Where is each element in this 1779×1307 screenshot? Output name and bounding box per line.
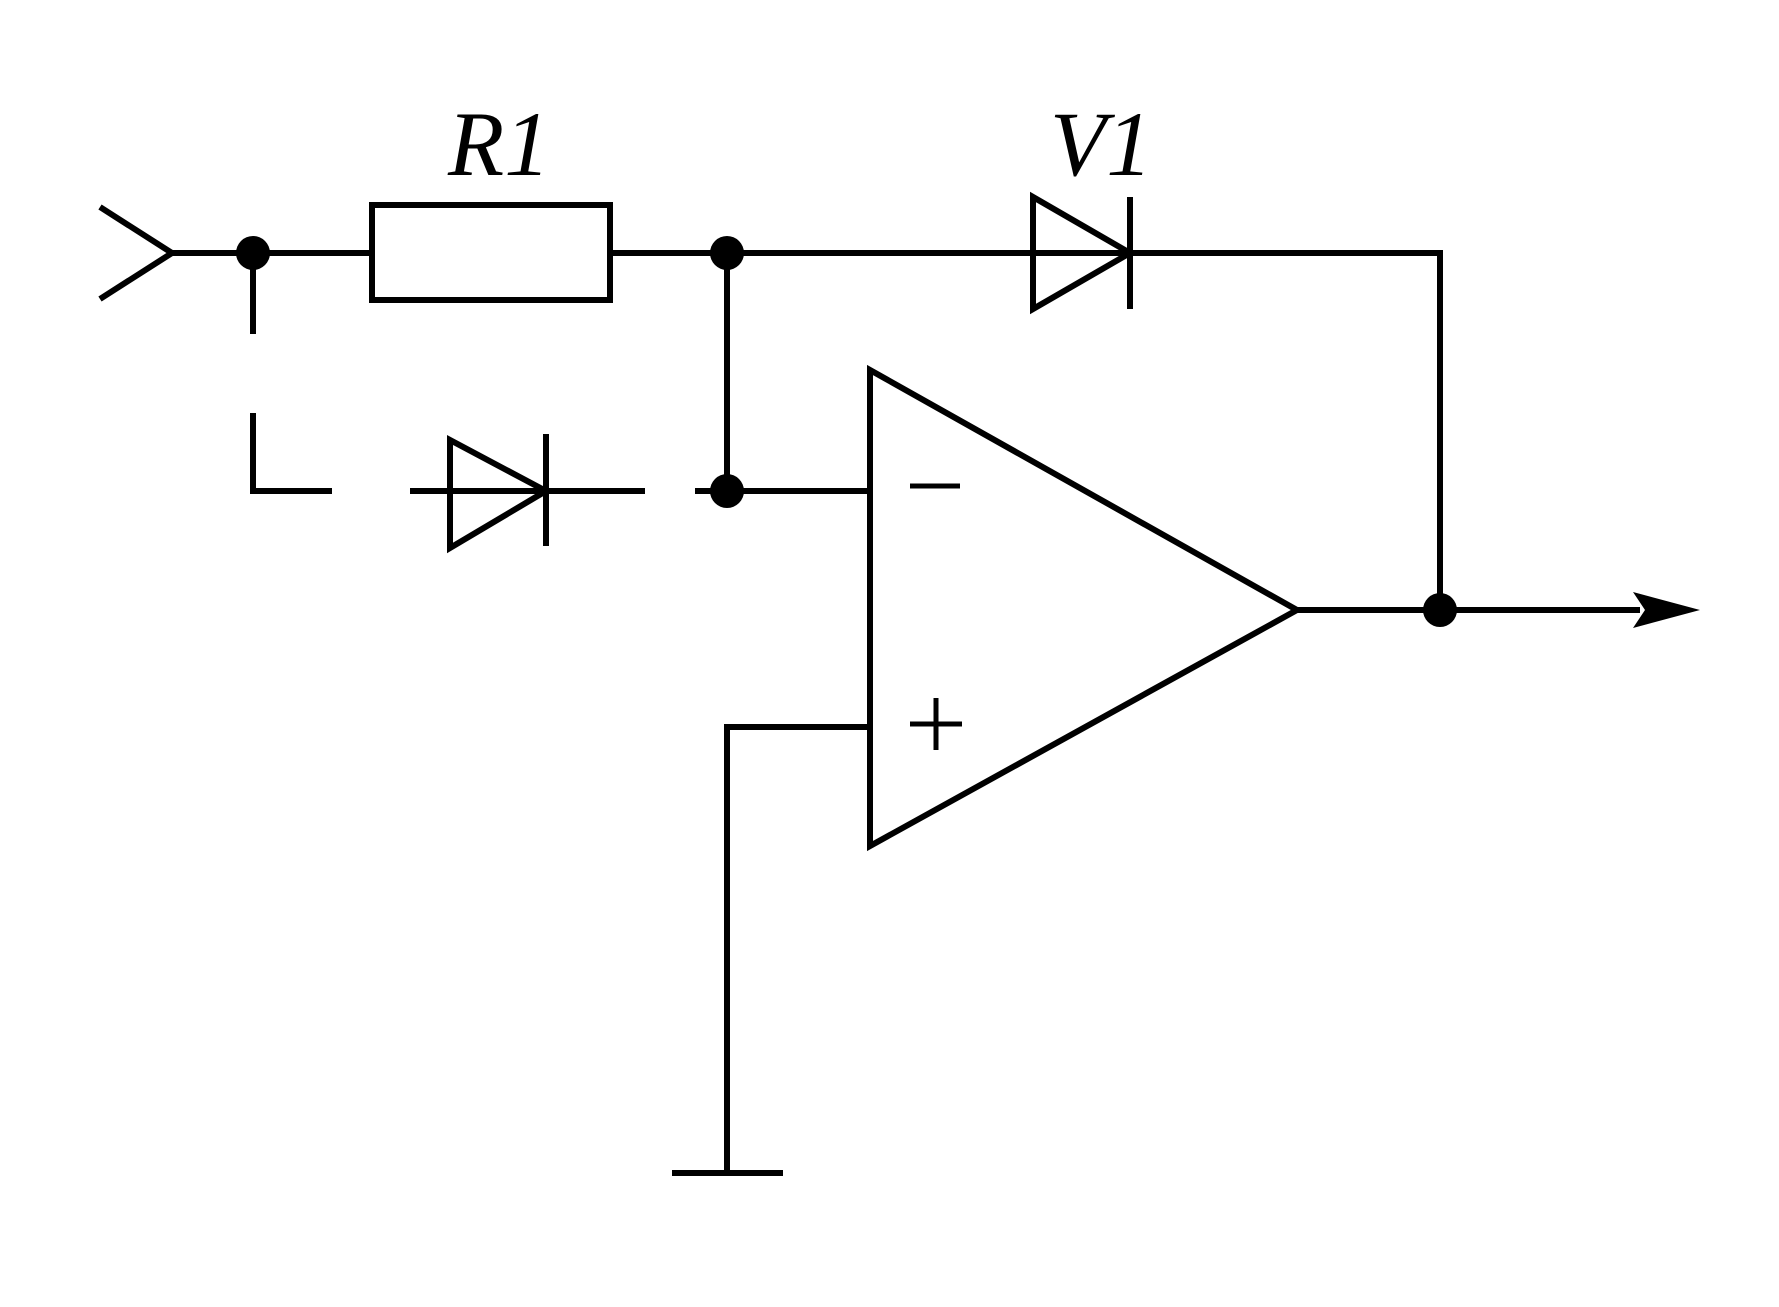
wire-alt-branch-corner [250, 413, 332, 494]
wire-feedback-right [1130, 250, 1443, 610]
resistor-r1 [369, 202, 613, 303]
diode-alt [410, 434, 645, 554]
junction-output [1423, 593, 1457, 627]
wire-plus-to-ground [724, 724, 870, 1173]
output-arrow-icon [1633, 592, 1700, 628]
diode-label: V1 [1050, 93, 1152, 195]
resistor-label: R1 [447, 93, 550, 195]
input-chevron-icon [98, 204, 178, 302]
opamp-triangle-icon [867, 364, 1304, 852]
opamp-plus-sign [910, 698, 962, 750]
